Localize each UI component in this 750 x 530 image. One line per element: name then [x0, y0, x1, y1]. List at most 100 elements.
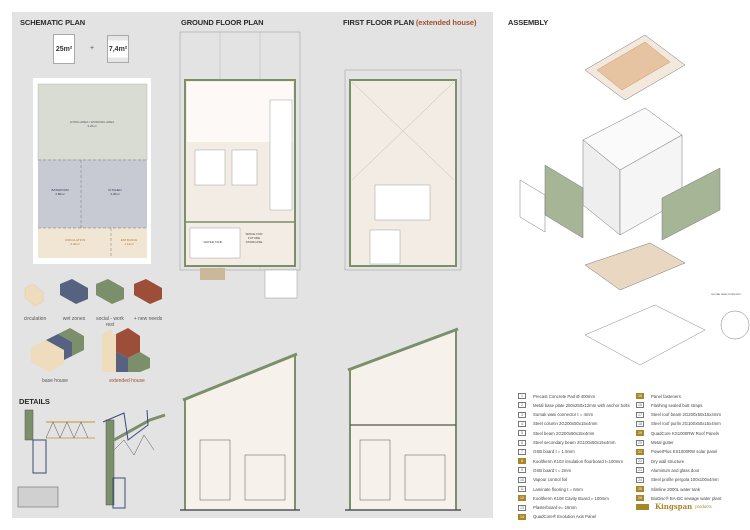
- legend-number: 4: [518, 420, 526, 427]
- room-name: KITCHEN: [108, 188, 122, 192]
- legend-number: 1: [518, 393, 526, 399]
- legend-item: 14 QuadCore® Evolution Axis Panel: [518, 513, 596, 521]
- legend-number: 24: [636, 476, 644, 483]
- legend-number: 9: [518, 467, 526, 474]
- room-name: LIVING AREA / WORKING AREA: [69, 120, 115, 124]
- legend-text: Laminate flooring t = 6mm: [533, 486, 583, 492]
- legend-text: BioDisc® BA-BC sewage water plant: [651, 495, 722, 501]
- legend-number: 13: [518, 504, 526, 511]
- legend-text: Flashing sealed butt straps: [651, 402, 703, 408]
- legend-text: QuadCore® Evolution Axis Panel: [533, 514, 597, 520]
- legend-text: QuadCore KS1000RW Roof Panels: [651, 430, 719, 436]
- legend-text: Metal gutter: [651, 440, 674, 445]
- legend-item: 5 Steel beam 2G200x50x15x4mm: [518, 429, 594, 437]
- legend-number: 17: [636, 411, 644, 418]
- legend-item: 26 BioDisc® BA-BC sewage water plant: [636, 494, 721, 502]
- legend-number: 18: [636, 420, 644, 427]
- block-label-wet: wet zones: [62, 316, 86, 322]
- legend-text: Metal base plate 250x250x12mm with ancho…: [533, 402, 630, 408]
- first-floor-plan-title: FIRST FLOOR PLAN (extended house): [343, 18, 476, 27]
- legend-number: 14: [518, 513, 526, 520]
- block-label-new: + new needs: [133, 316, 163, 322]
- legend-item: 8 Kooltherm K103 insulation floorboard t=…: [518, 457, 623, 465]
- extension-area-box: 7,4m²: [107, 35, 129, 63]
- room-area: 1.12m²: [124, 242, 134, 246]
- connector-label: sumak wasi connector: [711, 292, 741, 296]
- room-area: 4.30m²: [110, 192, 120, 196]
- legend-number: 5: [518, 430, 526, 437]
- legend-number: 6: [518, 439, 526, 446]
- legend-item: 17 Steel roof beam 2G200x50x15x4mm: [636, 411, 721, 419]
- assembly-title: ASSEMBLY: [508, 18, 549, 27]
- room-name: ENTRANCE: [120, 238, 138, 242]
- legend-number: 16: [636, 402, 644, 409]
- legend-number: 21: [636, 448, 644, 455]
- ground-floor-section: [180, 352, 300, 511]
- room-name: BATHROOM: [51, 188, 69, 192]
- legend-number: 8: [518, 458, 526, 465]
- legend-text: Aluminum and glass door: [651, 467, 700, 473]
- block-label-social: social - work rest: [96, 316, 124, 328]
- legend-number: 20: [636, 439, 644, 446]
- legend-item: 21 PowerPlus KS1000RW solar panel: [636, 448, 717, 456]
- legend-number: 26: [636, 495, 644, 502]
- legend-text: Steel roof beam 2G200x50x15x4mm: [651, 412, 721, 418]
- legend-text: PowerPlus KS1000RW solar panel: [651, 449, 718, 455]
- schematic-plan: [33, 78, 151, 264]
- legend-item: 25 Slimline 2000L water tank: [636, 485, 700, 493]
- first-floor-title-text: FIRST FLOOR PLAN: [343, 18, 414, 27]
- legend-number: 3: [518, 411, 526, 418]
- legend-number: 2: [518, 402, 526, 409]
- legend-item: 15 Panel fasteners: [636, 392, 681, 400]
- ground-floor-plan-drawing: [179, 31, 301, 299]
- legend-number: 15: [636, 393, 644, 399]
- legend-text: Steel beam 2G200x50x15x4mm: [533, 430, 595, 436]
- block-label-extended: extended house: [109, 378, 145, 384]
- legend-item: 11 Laminate flooring t = 6mm: [518, 485, 583, 493]
- kingspan-logo: Kingspan: [655, 502, 693, 511]
- schematic-plan-title: SCHEMATIC PLAN: [20, 18, 86, 27]
- legend-text: Steel secondary beam 2G100x50x15x4mm: [533, 440, 616, 445]
- legend-text: Slimline 2000L water tank: [651, 486, 701, 492]
- construction-details: [17, 409, 166, 509]
- legend-number: 11: [518, 486, 526, 492]
- legend-number: 23: [636, 467, 644, 474]
- legend-item: 9 OSB board t = 2mm: [518, 466, 571, 474]
- legend-item: 20 Metal gutter: [636, 439, 674, 447]
- legend-number: 25: [636, 486, 644, 492]
- legend-item: 2 Metal base plate 250x250x12mm with anch…: [518, 401, 630, 409]
- base-area-box: 25m²: [53, 34, 75, 64]
- legend-number: 22: [636, 458, 644, 465]
- legend-text: Kooltherm K108 Cavity Board = 100mm: [533, 495, 609, 501]
- legend-text: Precast Concrete Pad Ø 400mm: [533, 393, 596, 399]
- first-floor-plan-drawing: [344, 69, 462, 271]
- room-area: 2.40m²: [70, 242, 80, 246]
- room-area: 3.20m²: [87, 124, 97, 128]
- legend-text: Kooltherm K103 insulation floorboard t=1…: [533, 458, 623, 464]
- legend-text: OSB board t = 2mm: [533, 467, 572, 473]
- zone-blocks: [24, 279, 162, 372]
- legend-number: 10: [518, 476, 526, 483]
- details-title: DETAILS: [19, 397, 50, 406]
- legend-text: Panel fasteners: [651, 393, 681, 399]
- block-label-base: base house: [42, 378, 68, 384]
- legend-item: 6 Steel secondary beam 2G100x50x15x4mm: [518, 439, 615, 447]
- legend-item: 18 Steel roof purlin 2G100x50x15x4mm: [636, 420, 721, 428]
- ground-floor-plan-title: GROUND FLOOR PLAN: [181, 18, 264, 27]
- block-label-circulation: circulation: [23, 316, 47, 322]
- legend-text: Steel roof purlin 2G100x50x15x4mm: [651, 421, 721, 427]
- legend-item: 16 Flashing sealed butt straps: [636, 401, 702, 409]
- plus-sign: +: [89, 45, 95, 52]
